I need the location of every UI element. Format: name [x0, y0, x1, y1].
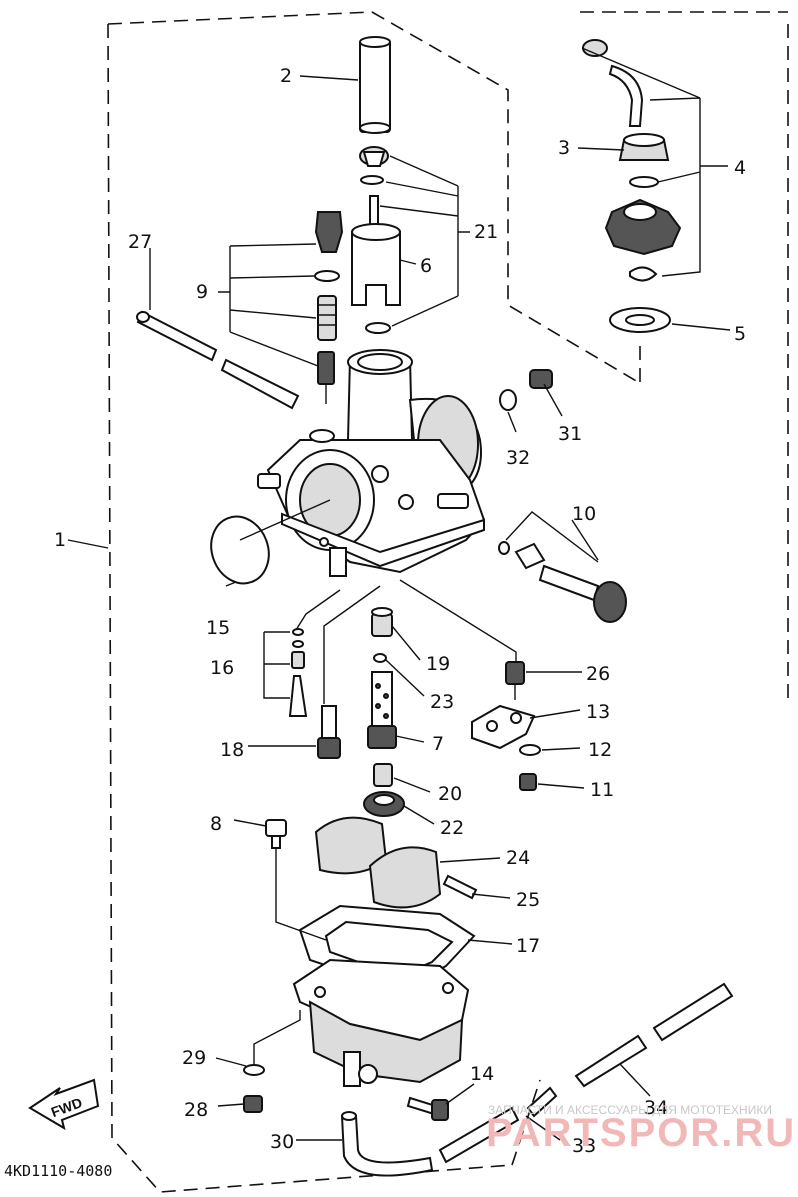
part-7-needle-jet	[367, 671, 397, 749]
watermark-brand: PARTSPOR.RU	[486, 1111, 796, 1155]
callout-32: 32	[506, 447, 530, 469]
callout-4: 4	[734, 157, 746, 179]
part-6-throttle-valve	[351, 223, 401, 306]
callout-13: 13	[586, 701, 610, 723]
part-15-gasket	[210, 515, 270, 585]
callout-27: 27	[128, 231, 152, 253]
carburetor-body	[257, 349, 486, 577]
part-23-o-ring	[373, 653, 387, 663]
callout-26: 26	[586, 663, 610, 685]
part-33-fitting	[526, 1086, 558, 1118]
part-30-hose	[340, 1111, 434, 1177]
part-31-screw	[529, 369, 553, 389]
callout-30: 30	[270, 1131, 294, 1153]
part-25-pin	[442, 874, 478, 900]
float-chamber-bowl	[292, 958, 470, 1087]
callout-17: 17	[516, 935, 540, 957]
callout-18: 18	[220, 739, 244, 761]
part-8-screw	[265, 819, 287, 849]
callout-7: 7	[432, 733, 444, 755]
part-16-set	[288, 628, 308, 717]
part-28-drain-screw	[243, 1095, 263, 1113]
part-19-holder	[371, 607, 393, 637]
part-12-washer	[519, 744, 541, 756]
part-18-jet	[317, 705, 341, 759]
part-29-washer	[243, 1064, 265, 1076]
callout-15: 15	[206, 617, 230, 639]
callout-23: 23	[430, 691, 454, 713]
callout-16: 16	[210, 657, 234, 679]
callout-10: 10	[572, 503, 596, 525]
part-13-plate	[471, 704, 536, 750]
part-20-main-jet	[373, 763, 393, 787]
callout-14: 14	[470, 1063, 494, 1085]
callout-1: 1	[54, 529, 66, 551]
part-10-pilot-screw-set	[498, 541, 627, 623]
part-9-set	[314, 211, 344, 404]
part-34-tube	[438, 982, 734, 1164]
callout-22: 22	[440, 817, 464, 839]
part-5-washer	[609, 307, 671, 333]
part-24-float	[314, 816, 442, 909]
callout-labels: 1 2 3 4 5 6 7 8 9 10 11 12 13 14 15 16 1…	[54, 65, 746, 1157]
callout-12: 12	[588, 739, 612, 761]
part-14-screw	[406, 1096, 449, 1121]
callout-3: 3	[558, 137, 570, 159]
diagram-code: 4KD1110-4080	[4, 1162, 112, 1180]
callout-19: 19	[426, 653, 450, 675]
leader-lines	[67, 47, 731, 1141]
watermark-caption: ЗАПЧАСТИ И АКСЕССУАРЫ ДЛЯ МОТОТЕХНИКИ	[488, 1103, 772, 1117]
part-27-vent-tube	[136, 310, 300, 410]
callout-8: 8	[210, 813, 222, 835]
part-32-washer	[499, 389, 517, 411]
part-22-holder	[363, 791, 405, 817]
part-26-jet	[505, 661, 525, 700]
callout-31: 31	[558, 423, 582, 445]
callout-11: 11	[590, 779, 614, 801]
callout-21: 21	[474, 221, 498, 243]
callout-25: 25	[516, 889, 540, 911]
callout-24: 24	[506, 847, 530, 869]
assembly-boundary	[107, 11, 789, 1193]
callout-5: 5	[734, 323, 746, 345]
callout-29: 29	[182, 1047, 206, 1069]
callout-20: 20	[438, 783, 462, 805]
callout-6: 6	[420, 255, 432, 277]
callout-9: 9	[196, 281, 208, 303]
forward-arrow-icon: FWD	[28, 1078, 100, 1131]
part-4-cap-assembly	[582, 39, 682, 282]
callout-34: 34	[644, 1097, 668, 1119]
callout-2: 2	[280, 65, 292, 87]
callout-33: 33	[572, 1135, 596, 1157]
callout-28: 28	[184, 1099, 208, 1121]
part-11-screw	[519, 773, 537, 791]
part-2-tube	[359, 36, 391, 134]
